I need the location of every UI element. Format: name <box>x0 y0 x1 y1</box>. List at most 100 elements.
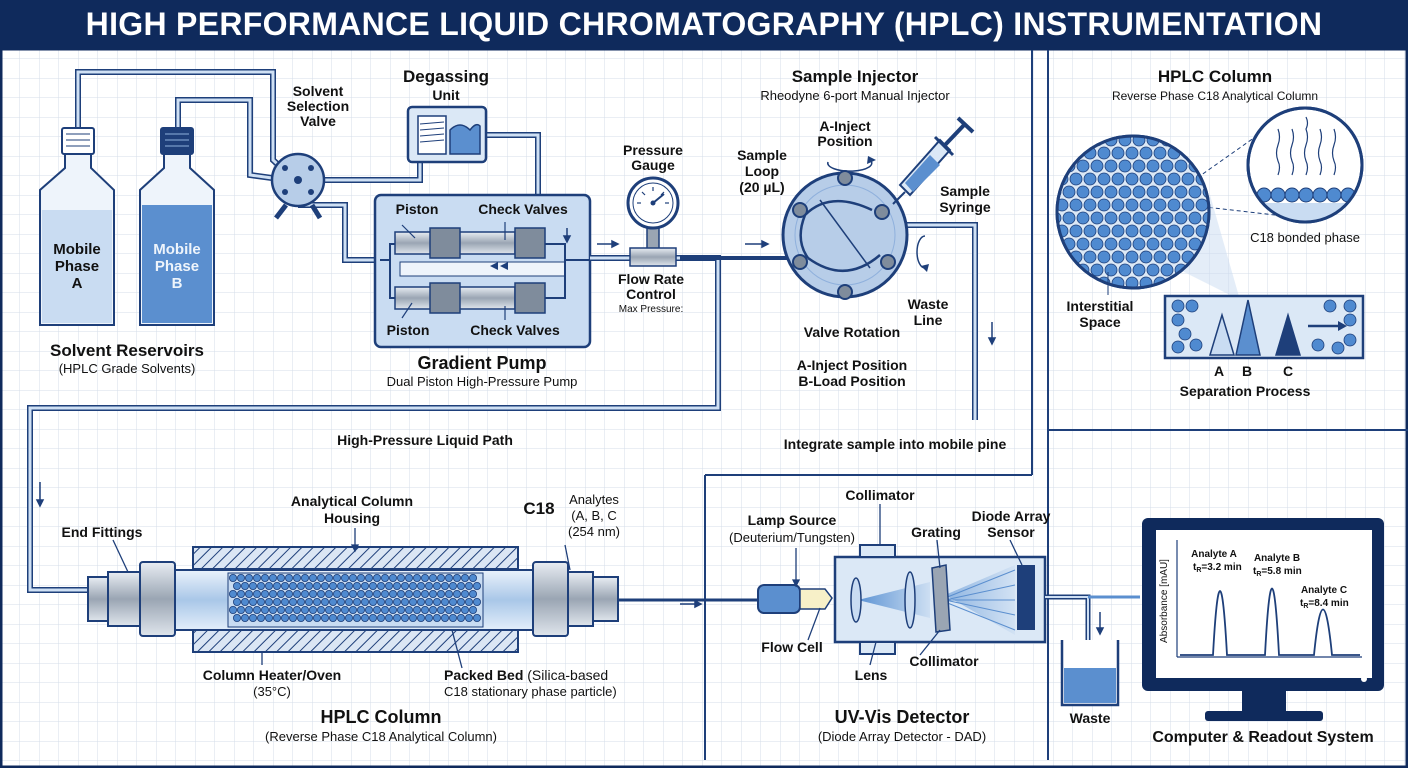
packing-bead <box>360 614 369 623</box>
packing-bead <box>1153 198 1167 212</box>
packing-bead <box>332 590 341 599</box>
packing-bead <box>256 598 265 607</box>
packing-bead <box>1090 263 1104 277</box>
peak-c-rt: tR=8.4 min <box>1300 598 1349 610</box>
heater-2: (35°C) <box>253 684 291 699</box>
computer-title: Computer & Readout System <box>1152 729 1373 746</box>
packing-bead <box>324 590 333 599</box>
packing-bead <box>416 598 425 607</box>
packing-bead <box>1167 250 1181 264</box>
end-fittings: End Fittings <box>62 524 143 540</box>
packing-bead <box>1125 224 1139 238</box>
valve-label-3: Valve <box>300 113 336 129</box>
packing-bead <box>384 614 393 623</box>
packing-bead <box>1189 338 1203 352</box>
peak-a: A <box>1214 363 1224 379</box>
packing-bead <box>264 598 273 607</box>
packing-bead <box>1171 299 1185 313</box>
packing-bead <box>296 582 305 591</box>
max-pressure: Max Pressure: <box>619 304 683 315</box>
separation-label: Separation Process <box>1180 383 1311 399</box>
packing-bead <box>1311 338 1325 352</box>
packing-bead <box>1153 172 1167 186</box>
position-b: B-Load Position <box>798 373 905 389</box>
packing-bead <box>1181 198 1195 212</box>
packing-bead <box>1104 263 1118 277</box>
analytes-1: Analytes <box>569 492 619 507</box>
packing-bead <box>448 614 457 623</box>
packing-bead <box>420 590 429 599</box>
packing-bead <box>228 606 237 615</box>
packing-bead <box>400 614 409 623</box>
packing-bead <box>452 574 461 583</box>
packing-bead <box>1090 211 1104 225</box>
packing-bead <box>244 590 253 599</box>
chromatogram-trace <box>1180 587 1360 656</box>
packing-bead <box>252 590 261 599</box>
peak-b-name: Analyte B <box>1254 553 1300 564</box>
packing-bead <box>424 582 433 591</box>
packing-bead <box>412 574 421 583</box>
interstitial-2: Space <box>1079 314 1120 330</box>
peak-a-rt-value: =3.2 min <box>1201 562 1241 573</box>
packing-bead <box>248 582 257 591</box>
packing-bead <box>464 614 473 623</box>
pump-title: Gradient Pump <box>417 353 546 373</box>
packing-bead <box>436 606 445 615</box>
bottle-a-label-2: Phase <box>55 258 99 275</box>
packing-bead <box>444 606 453 615</box>
analytes-2: (A, B, C <box>571 508 617 523</box>
analytical-column <box>87 528 760 669</box>
packing-bead <box>392 582 401 591</box>
packing-bead <box>352 614 361 623</box>
packing-bead <box>1069 172 1083 186</box>
packing-bead <box>320 598 329 607</box>
packing-bead <box>432 614 441 623</box>
packing-bead <box>364 590 373 599</box>
packing-bead <box>1174 185 1188 199</box>
page-title: HIGH PERFORMANCE LIQUID CHROMATOGRAPHY (… <box>85 6 1323 42</box>
heater-1: Column Heater/Oven <box>203 667 341 683</box>
packing-bead <box>460 606 469 615</box>
packing-bead <box>408 614 417 623</box>
packing-bead <box>332 606 341 615</box>
packing-bead <box>260 606 269 615</box>
packing-bead <box>336 582 345 591</box>
pump-piston-bottom: Piston <box>387 322 430 338</box>
packing-bead <box>452 590 461 599</box>
packing-bead <box>1125 172 1139 186</box>
detector-title: UV-Vis Detector <box>835 707 970 727</box>
packing-bead <box>244 606 253 615</box>
packing-bead <box>280 582 289 591</box>
packing-bead <box>1097 198 1111 212</box>
packing-bead <box>1174 159 1188 173</box>
packing-bead <box>248 598 257 607</box>
packing-bead <box>1118 185 1132 199</box>
packing-bead <box>440 598 449 607</box>
packing-bead <box>336 614 345 623</box>
packed-bed-2: C18 stationary phase particle) <box>444 684 617 699</box>
lens-label: Lens <box>855 667 888 683</box>
gauge-title-1: Pressure <box>623 142 683 158</box>
packing-bead <box>356 606 365 615</box>
a-inject-2: Position <box>817 133 872 149</box>
packing-bead <box>1146 185 1160 199</box>
packing-bead <box>396 590 405 599</box>
packing-bead <box>468 590 477 599</box>
packing-bead <box>400 598 409 607</box>
packing-bead <box>1153 250 1167 264</box>
packing-bead <box>388 590 397 599</box>
packing-bead <box>252 606 261 615</box>
packing-bead <box>232 598 241 607</box>
lamp-2: (Deuterium/Tungsten) <box>729 530 855 545</box>
packing-bead <box>332 574 341 583</box>
packing-bead <box>288 598 297 607</box>
inset-title: HPLC Column <box>1158 67 1272 86</box>
packing-bead <box>256 614 265 623</box>
uv-vis-detector <box>757 504 1140 666</box>
packing-bead <box>1111 224 1125 238</box>
packed-bed-bold: Packed Bed <box>444 667 523 683</box>
c18-phase-label: C18 bonded phase <box>1250 230 1360 245</box>
packing-bead <box>1125 276 1139 288</box>
packing-bead <box>276 590 285 599</box>
